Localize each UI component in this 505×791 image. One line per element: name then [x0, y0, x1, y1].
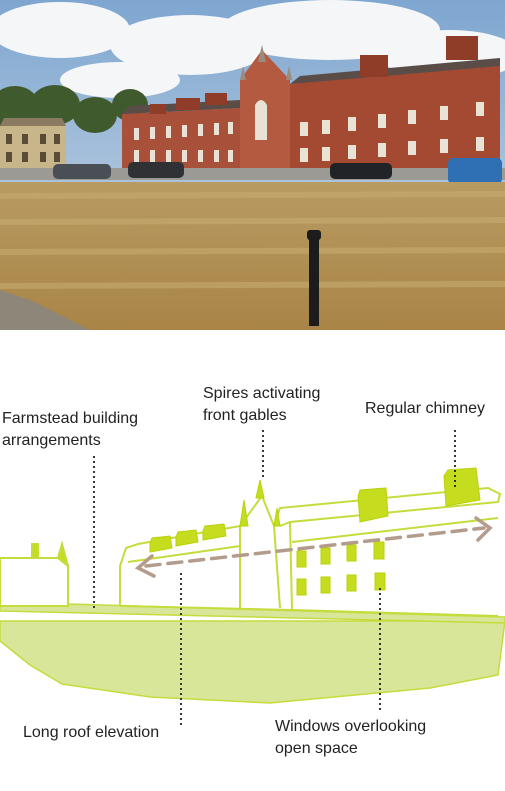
ground-line — [0, 601, 505, 624]
main-building-outline — [119, 486, 502, 617]
windows — [296, 541, 386, 596]
mow-stripes — [0, 191, 505, 289]
clouds — [0, 0, 505, 98]
label-spires-line1: Spires activating — [203, 385, 321, 402]
label-long-roof: Long roof elevation — [23, 722, 159, 744]
brick-building — [122, 36, 500, 178]
label-windows-line1: Windows overlooking — [275, 718, 427, 735]
cars — [53, 158, 502, 184]
label-spires-line2: front gables — [203, 407, 287, 424]
label-farmstead-line2: arrangements — [2, 432, 101, 449]
chimneys — [149, 467, 481, 553]
gravel-path — [0, 290, 90, 330]
roof-direction-arrow — [134, 516, 493, 578]
spires — [239, 479, 281, 527]
open-space-lawn — [0, 620, 505, 704]
lawn — [0, 182, 505, 330]
label-farmstead-line1: Farmstead building — [2, 410, 139, 427]
bollard — [307, 230, 321, 326]
label-windows-line2: open space — [275, 740, 358, 757]
label-chimney: Regular chimney — [365, 398, 485, 420]
label-long-roof-line1: Long roof elevation — [23, 724, 160, 741]
leader-lines — [93, 430, 456, 728]
label-chimney-line1: Regular chimney — [365, 400, 486, 417]
annotated-diagram — [0, 430, 505, 728]
label-farmstead: Farmstead building arrangements — [2, 408, 138, 452]
farmstead-building — [0, 540, 70, 607]
photo-building-square — [0, 0, 505, 330]
label-spires: Spires activating front gables — [203, 383, 320, 427]
label-windows: Windows overlooking open space — [275, 716, 426, 760]
stone-house — [0, 118, 66, 170]
